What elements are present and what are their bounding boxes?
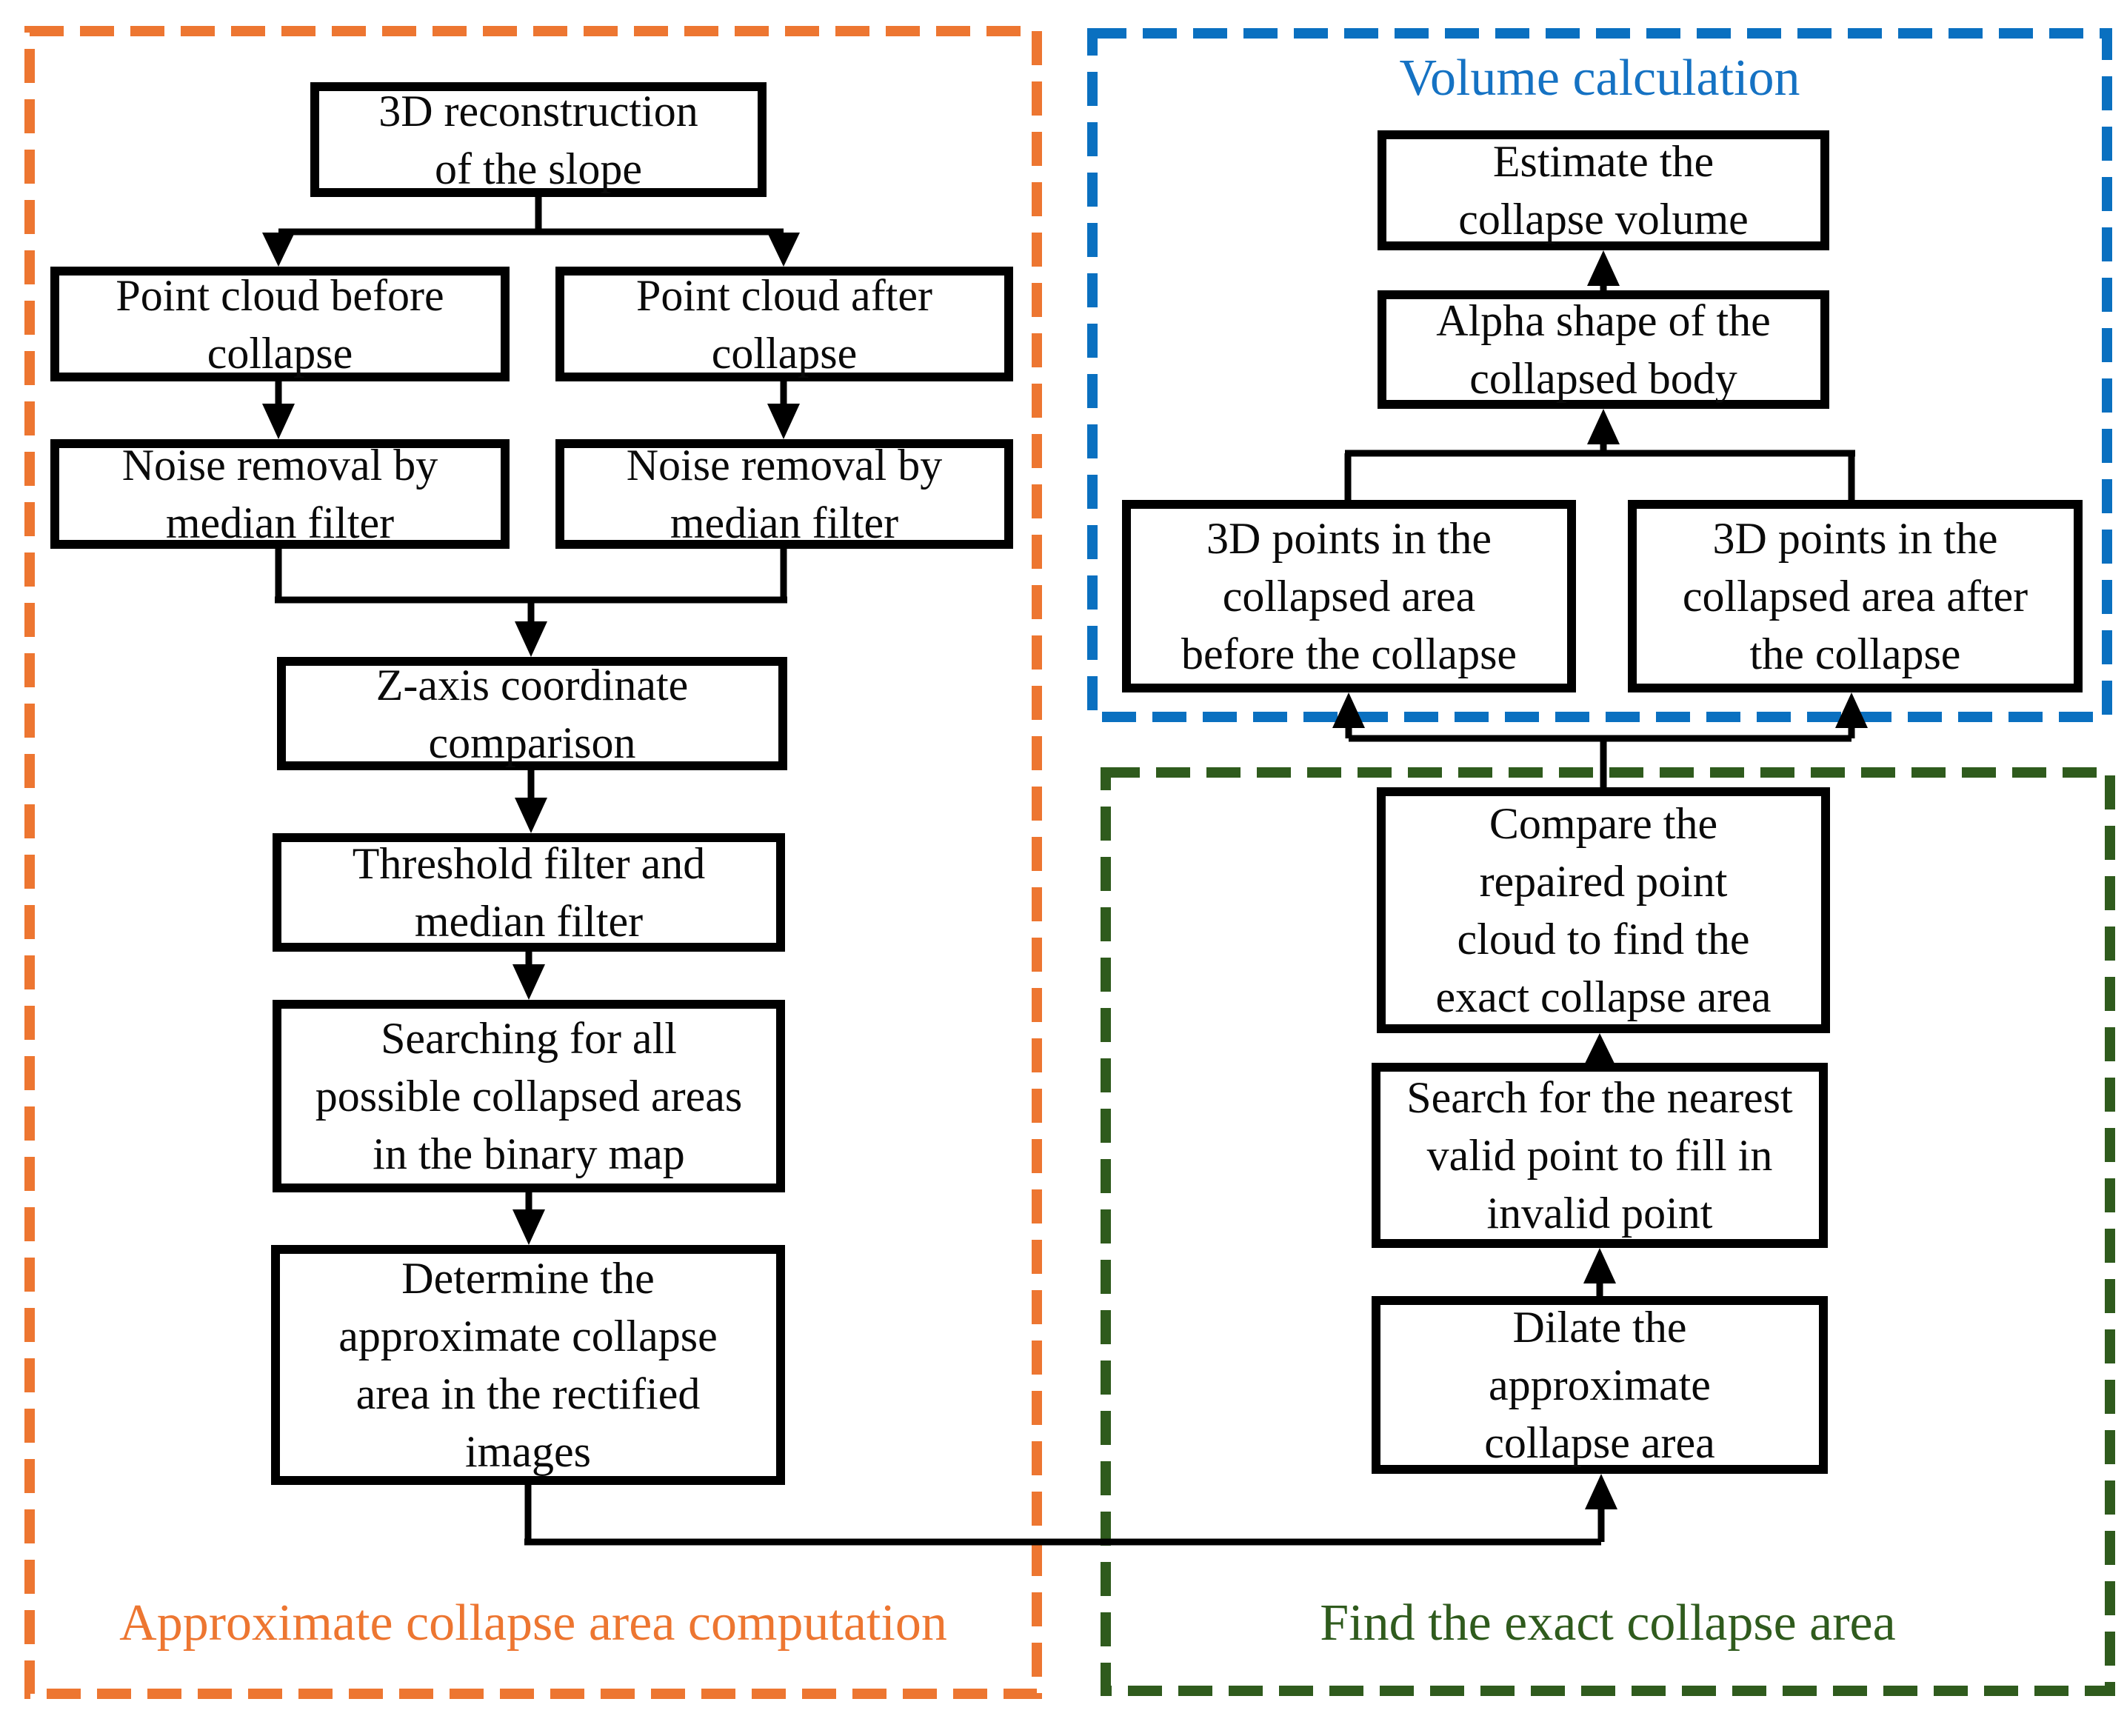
- node-searching-possible-collapsed-areas: Searching for all possible collapsed are…: [273, 1000, 785, 1192]
- arrow-down-into-point-cloud-before-icon: [262, 233, 295, 267]
- node-noise-removal-left: Noise removal by median filter: [50, 439, 510, 549]
- arrow-down-into-determine-icon: [512, 1209, 545, 1245]
- node-3d-reconstruction: 3D reconstruction of the slope: [310, 82, 767, 197]
- arrow-down-into-noise-right-icon: [767, 404, 800, 439]
- node-estimate-collapse-volume: Estimate the collapse volume: [1378, 130, 1829, 250]
- node-search-nearest-valid-point: Search for the nearest valid point to fi…: [1372, 1063, 1828, 1248]
- arrow-up-into-estimate-icon: [1587, 250, 1620, 286]
- exact-region-border: [1101, 767, 2115, 1696]
- node-alpha-shape-collapsed-body: Alpha shape of the collapsed body: [1378, 290, 1829, 409]
- node-point-cloud-after-collapse: Point cloud after collapse: [555, 267, 1013, 381]
- volume-region-border: [1087, 28, 2112, 722]
- node-point-cloud-before-collapse: Point cloud before collapse: [50, 267, 510, 381]
- arrow-down-into-threshold-icon: [515, 798, 547, 833]
- approximate-region-label: Approximate collapse area computation: [119, 1595, 947, 1652]
- node-compare-repaired-point-cloud: Compare the repaired point cloud to find…: [1377, 787, 1830, 1033]
- arrow-down-into-zaxis-icon: [515, 621, 547, 657]
- arrow-down-into-noise-left-icon: [262, 404, 295, 439]
- arrow-down-into-searching-icon: [512, 964, 545, 1000]
- node-zaxis-coordinate-comparison: Z-axis coordinate comparison: [277, 657, 787, 770]
- approximate-region-border: [24, 26, 1042, 1699]
- node-noise-removal-right: Noise removal by median filter: [555, 439, 1013, 549]
- arrow-up-into-points-after-icon: [1835, 692, 1868, 728]
- node-3d-points-before-collapse: 3D points in the collapsed area before t…: [1122, 500, 1576, 692]
- arrow-down-into-point-cloud-after-icon: [767, 233, 800, 267]
- node-determine-approximate-collapse-area: Determine the approximate collapse area …: [271, 1245, 785, 1485]
- node-dilate-approximate-collapse-area: Dilate the approximate collapse area: [1372, 1296, 1828, 1474]
- node-3d-points-after-collapse: 3D points in the collapsed area after th…: [1628, 500, 2083, 692]
- volume-region-label: Volume calculation: [1399, 50, 1800, 107]
- arrow-up-into-alpha-icon: [1587, 409, 1620, 444]
- node-threshold-median-filter: Threshold filter and median filter: [273, 833, 785, 952]
- arrow-up-into-dilate-icon: [1585, 1474, 1617, 1509]
- arrow-up-into-compare-icon: [1583, 1033, 1616, 1066]
- exact-region-label: Find the exact collapse area: [1320, 1595, 1896, 1652]
- arrow-up-into-points-before-icon: [1332, 692, 1365, 728]
- arrow-up-into-search-icon: [1583, 1248, 1616, 1283]
